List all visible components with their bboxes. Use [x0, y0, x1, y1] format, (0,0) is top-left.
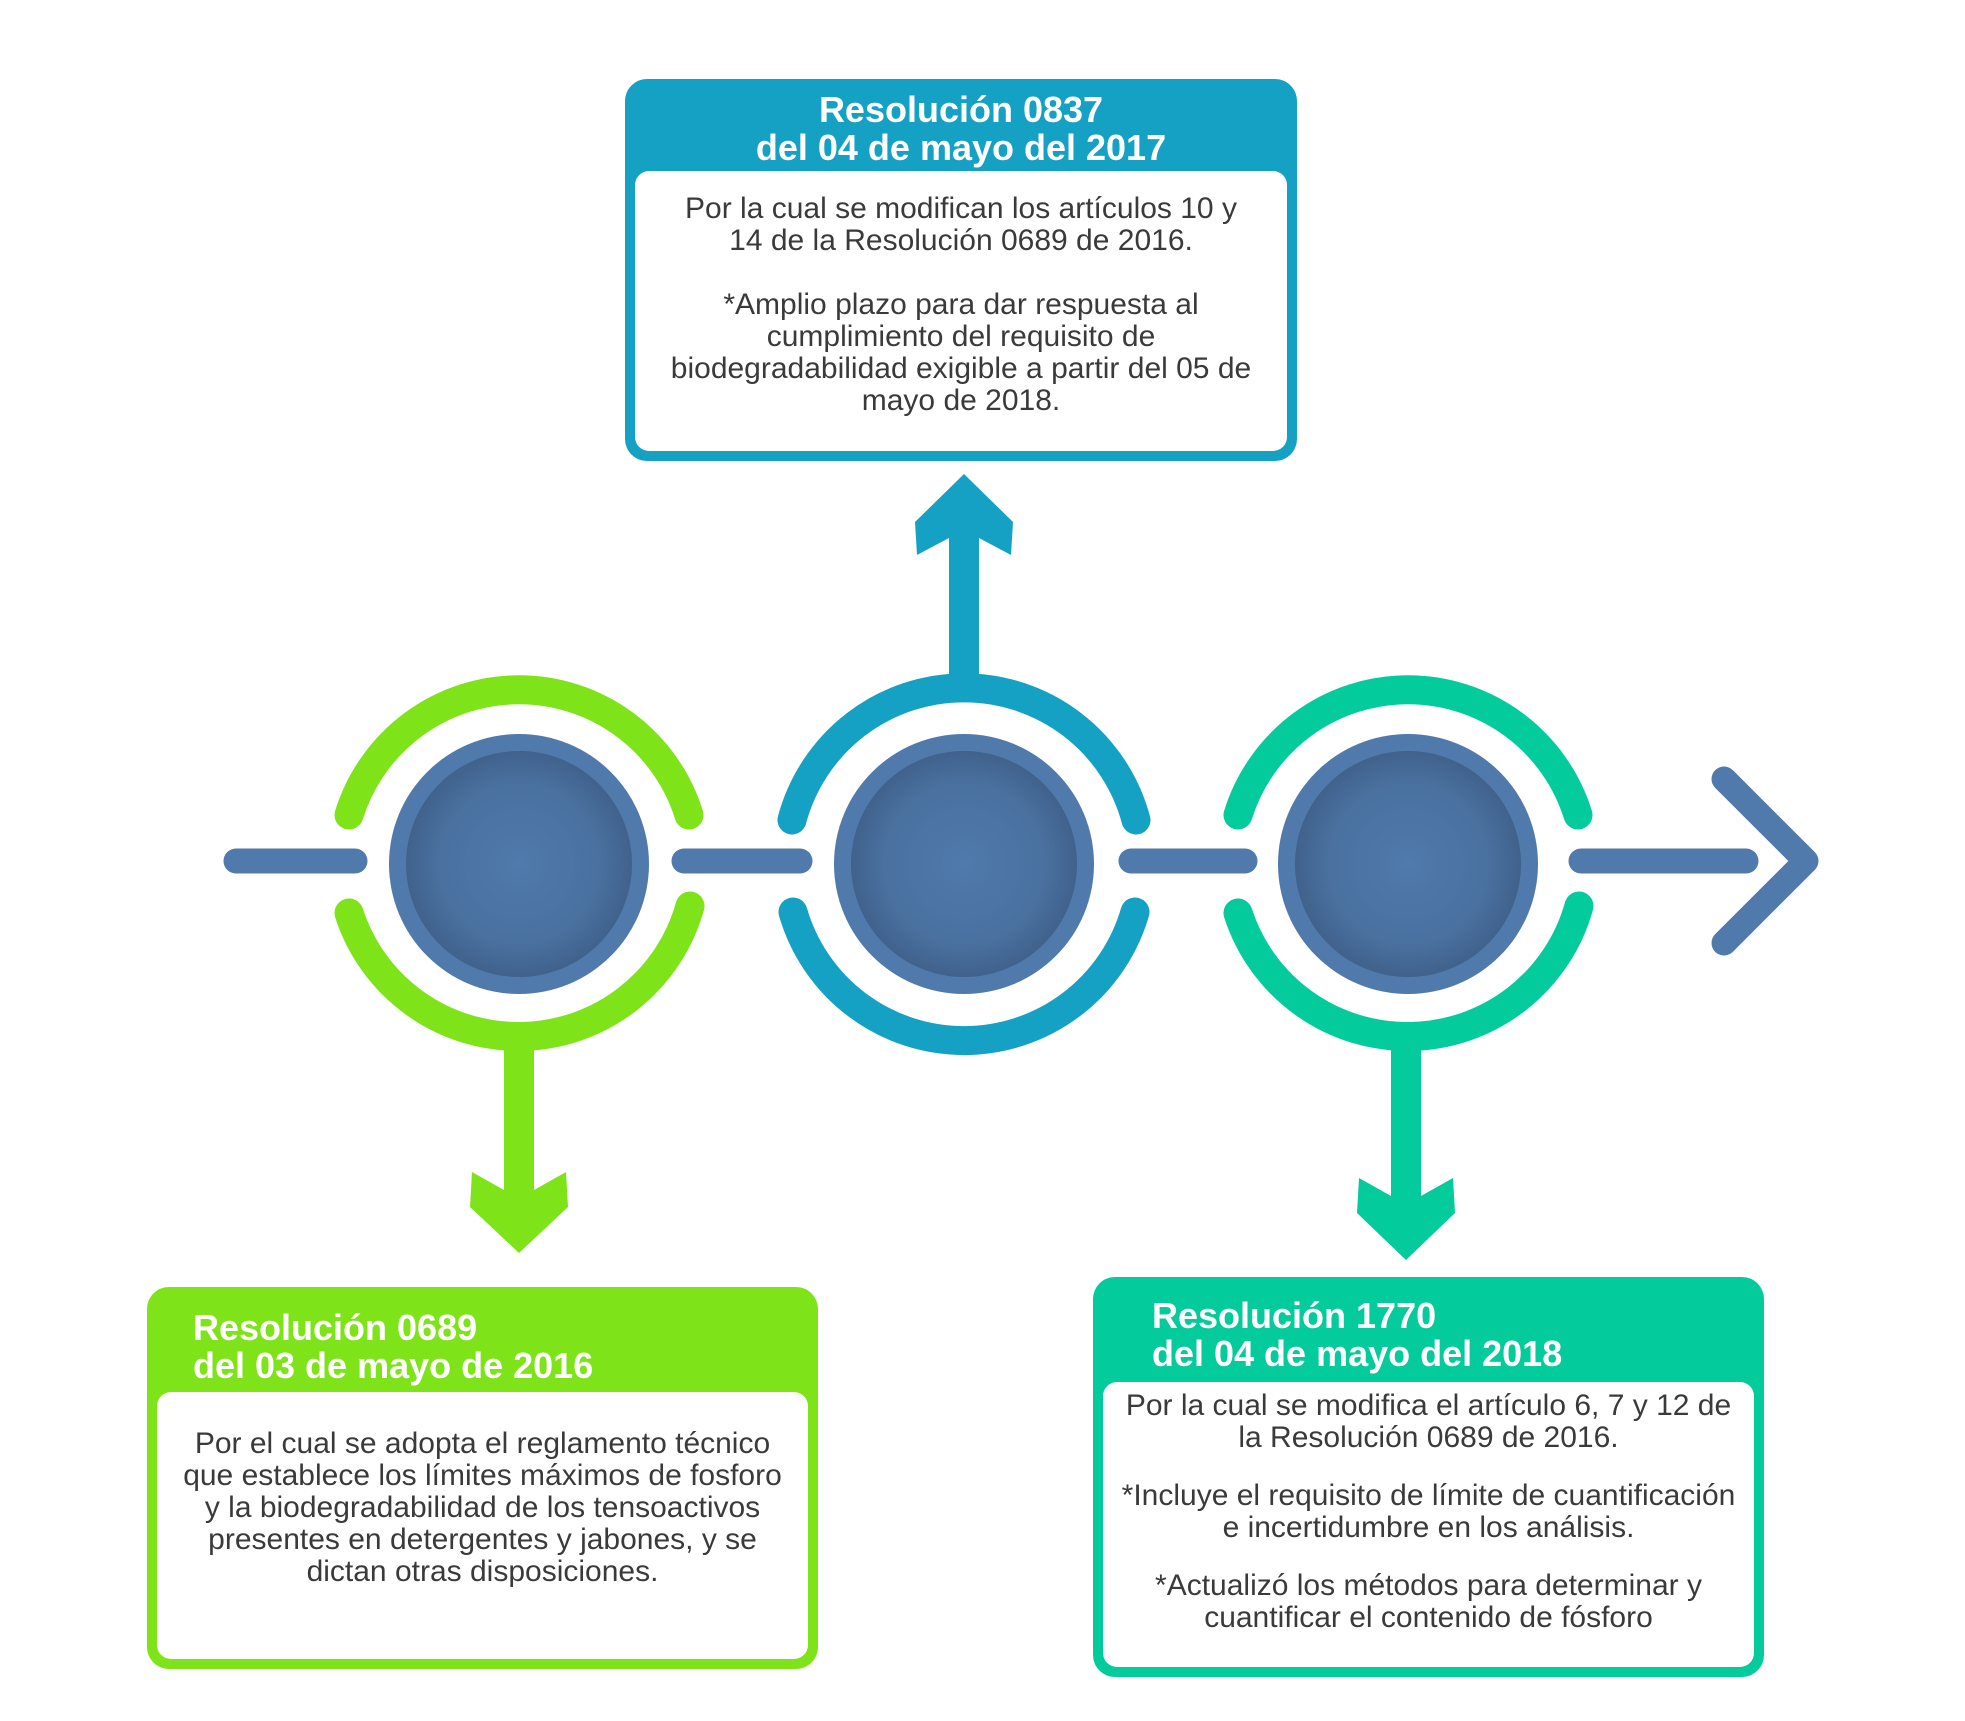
card-title-line-1: Resolución 0689 [193, 1307, 478, 1348]
card-paragraph: *Actualizó los métodos para determinar y… [1155, 1569, 1702, 1634]
card-title-line-1: Resolución 1770 [1152, 1295, 1437, 1336]
node-disc-inner [851, 751, 1077, 977]
card-title-line-2: del 04 de mayo del 2017 [755, 127, 1167, 168]
card-body: Por la cual se modifican los artículos 1… [635, 171, 1287, 451]
node-ring-top-arc [334, 675, 704, 830]
node-ring-bottom-arc [334, 891, 705, 1051]
card-paragraph: Por la cual se modifican los artículos 1… [685, 192, 1237, 257]
card-paragraph: Por el cual se adopta el reglamento técn… [183, 1427, 782, 1588]
card-body: Por el cual se adopta el reglamento técn… [157, 1392, 808, 1659]
card-title: Resolución 1770 del 04 de mayo del 2018 [1152, 1297, 1562, 1373]
card-paragraph: *Incluye el requisito de límite de cuant… [1121, 1479, 1736, 1544]
arrow-down-icon [470, 1040, 568, 1253]
node-ring-top-arc [1223, 675, 1593, 830]
card-paragraph: *Amplio plazo para dar respuesta al cump… [670, 288, 1252, 417]
timeline-node-1 [334, 675, 705, 1253]
card-body: Por la cual se modifica el artículo 6, 7… [1103, 1382, 1754, 1667]
card-title: Resolución 0837 del 04 de mayo del 2017 [625, 91, 1297, 167]
node-disc-inner [1295, 751, 1521, 977]
timeline-node-3 [1223, 675, 1594, 1260]
node-ring-bottom-arc [778, 897, 1150, 1056]
card-title-line-2: del 04 de mayo del 2018 [1152, 1333, 1563, 1374]
arrow-up-icon [915, 474, 1013, 690]
chevron-right-icon [1711, 766, 1819, 956]
card-title: Resolución 0689 del 03 de mayo de 2016 [193, 1309, 593, 1385]
node-disc-inner [406, 751, 632, 977]
card-resolucion-0837: Resolución 0837 del 04 de mayo del 2017 … [625, 79, 1297, 461]
card-resolucion-0689: Resolución 0689 del 03 de mayo de 2016 P… [147, 1287, 818, 1669]
card-resolucion-1770: Resolución 1770 del 04 de mayo del 2018 … [1093, 1277, 1764, 1677]
timeline-line [223, 766, 1819, 956]
arrow-down-icon [1357, 1040, 1455, 1260]
card-title-line-2: del 03 de mayo de 2016 [193, 1345, 594, 1386]
timeline-node-2 [777, 474, 1151, 1056]
node-ring-bottom-arc [1223, 891, 1594, 1051]
card-paragraph: Por la cual se modifica el artículo 6, 7… [1125, 1389, 1732, 1454]
card-title-line-1: Resolución 0837 [818, 89, 1104, 130]
